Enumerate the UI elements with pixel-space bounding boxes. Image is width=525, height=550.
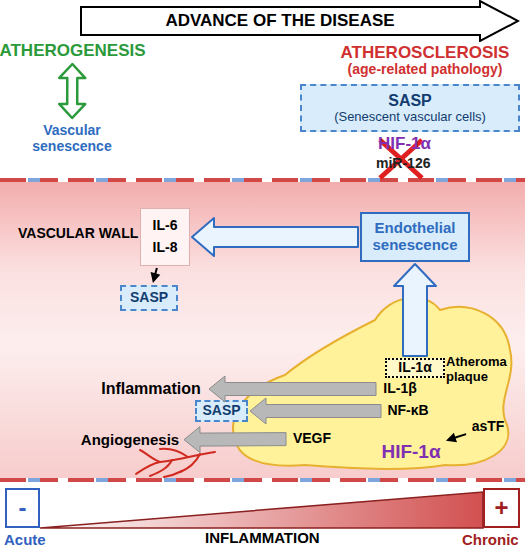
connector-arrow [59, 64, 85, 118]
node-text: IL-1α [398, 360, 432, 376]
cytokine-box: IL-6IL-8 [140, 208, 190, 266]
node-text: SASP [388, 92, 432, 110]
stage-title: ATHEROGENESIS [0, 40, 145, 62]
connector-arrow [192, 218, 358, 256]
sasp-box: SASP [120, 285, 178, 311]
node-text: (Senescent vascular cells) [334, 110, 486, 125]
molecule-label: VEGF [288, 430, 336, 448]
effect-label: Angiogenesis [78, 430, 182, 450]
node-text: HIF-1α [381, 441, 440, 462]
node-text: + [494, 495, 508, 522]
effect-label: Inflammation [95, 379, 207, 399]
sasp-box: SASP(Senescent vascular cells) [300, 84, 520, 132]
node-text: ATHEROGENESIS [0, 41, 146, 60]
scale-end-box: + [483, 488, 520, 528]
molecule-label: HIF-1α [378, 134, 431, 154]
stage-label: Vascular senescence [22, 120, 122, 158]
connector-arrow [394, 264, 436, 356]
wall-edge [0, 478, 525, 482]
scale-label: Acute [4, 531, 46, 548]
node-text: VASCULAR WALL [18, 226, 138, 242]
node-text: Inflammation [101, 380, 201, 398]
plaque-outline [233, 298, 511, 469]
node-text: SASP [130, 290, 168, 306]
wall-edge [0, 478, 525, 482]
node-text: Angiogenesis [81, 432, 179, 449]
inflammation-wedge [40, 492, 483, 528]
mirna-label: miR-126 [376, 155, 430, 171]
node-text: SASP [202, 403, 240, 419]
atheroma-plaque: Atheroma plaque IL-1αIL-1βNF-κB VEGF HIF-1α [225, 290, 515, 472]
molecule-label: HIF-1α [378, 440, 444, 464]
scale-label: Chronic [462, 531, 519, 548]
node-text: VEGF [293, 431, 331, 447]
connector-arrow [250, 398, 381, 424]
connector-arrow [151, 268, 161, 283]
node-text: NF-κB [387, 403, 428, 419]
node-text: asTF [472, 419, 505, 435]
scale-title: INFLAMMATION [205, 529, 320, 546]
process-box: Endothelial senescence [360, 212, 470, 262]
molecule-label: IL-1β [378, 380, 422, 398]
node-text: IL-8 [153, 240, 178, 256]
arrow-outline [81, 1, 518, 41]
molecule-label: NF-κB [383, 402, 433, 420]
connector-arrow [184, 427, 286, 453]
node-text: - [19, 495, 27, 522]
node-text: Vascular senescence [22, 123, 122, 154]
sasp-box: SASP [195, 400, 248, 422]
node-text: IL-1β [383, 381, 416, 397]
node-text: Endothelial senescence [362, 220, 468, 254]
node-text: ADVANCE OF THE DISEASE [165, 11, 394, 30]
node-text: ATHEROSCLEROSIS [341, 43, 510, 62]
connector-arrow [209, 376, 376, 402]
cytokine-box: IL-1α [385, 358, 445, 378]
stage-title: ATHEROSCLEROSIS(age-related pathology) [330, 38, 520, 82]
vascular-wall-band: VASCULAR WALLIL-6IL-8SASPEndothelial sen… [0, 182, 525, 478]
molecule-label: asTF [468, 418, 508, 436]
blood-vessels [136, 449, 215, 477]
node-text: (age-related pathology) [348, 62, 503, 78]
connector-arrow [446, 433, 467, 443]
scale-end-box: - [5, 488, 40, 528]
disease-arrow: ADVANCE OF THE DISEASE [80, 0, 520, 42]
node-text: IL-6 [153, 218, 178, 234]
node-text: Atheroma plaque [446, 355, 512, 384]
